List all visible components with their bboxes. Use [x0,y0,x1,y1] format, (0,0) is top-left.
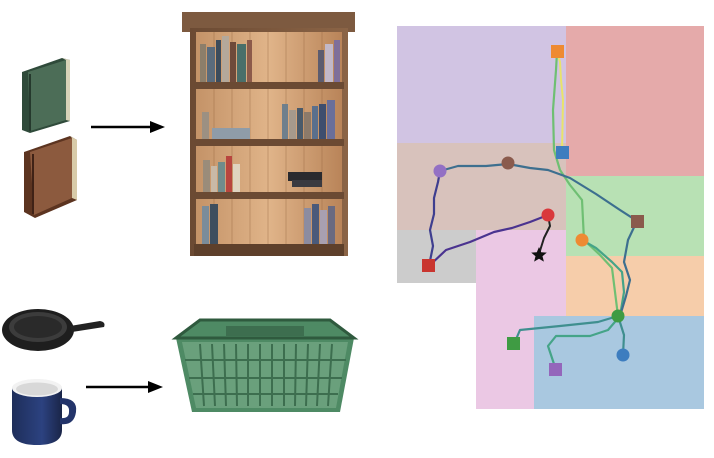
brown-book-icon [24,136,77,218]
region-gray [397,230,476,283]
region-orange [566,256,704,316]
circle-marker-brown [502,157,515,170]
region-red [566,26,704,176]
basket-icon [176,320,354,412]
square-marker-violet [549,363,562,376]
square-marker-brown [631,215,644,228]
bookshelf-icon [182,12,355,256]
circle-marker-green [612,310,625,323]
trajectory-map [397,26,704,409]
circle-marker-red [542,209,555,222]
square-marker-blue [556,146,569,159]
circle-marker-blue [617,349,630,362]
frying-pan-icon [2,309,105,351]
region-blue [534,316,704,409]
region-purple [397,26,566,143]
mug-icon [12,379,76,445]
square-marker-dark-red [422,259,435,272]
circle-marker-orange [576,234,589,247]
square-marker-green [507,337,520,350]
square-marker-orange [551,45,564,58]
green-book-icon [22,58,70,133]
arrow-bottom [86,381,163,393]
circle-marker-purple [434,165,447,178]
arrow-top [91,121,165,133]
